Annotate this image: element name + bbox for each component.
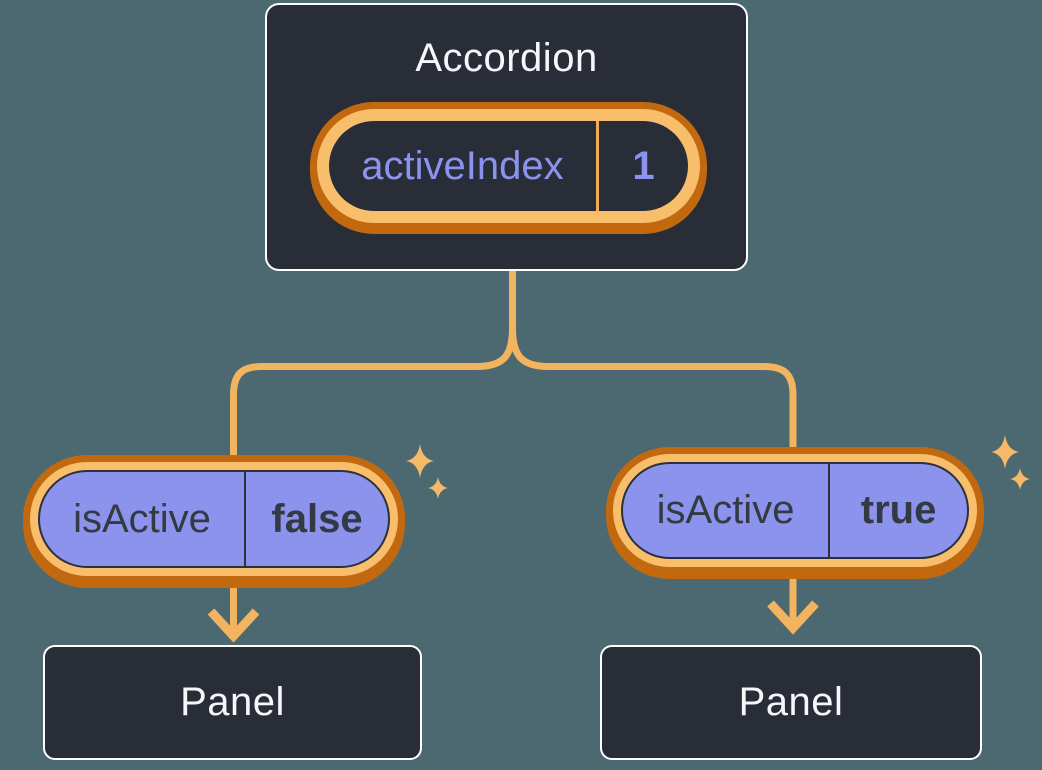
sparkle-icon [406,444,448,499]
state-name: activeIndex [329,121,599,211]
sparkle-icon [991,435,1030,490]
prop-pill-right: isActive true [621,462,969,559]
arrow-right [767,576,819,635]
tree-connector [230,271,797,457]
panel-component-box-right: Panel [600,645,982,760]
prop-value: false [271,496,363,541]
prop-name: isActive [623,464,831,557]
state-pill: activeIndex 1 [329,121,688,211]
state-value: 1 [632,143,655,188]
prop-name: isActive [40,472,247,566]
prop-pill-left: isActive false [38,470,390,568]
prop-value: true [860,488,937,532]
panel-component-box-left: Panel [43,645,422,760]
arrow-left [207,584,260,643]
accordion-title: Accordion [415,36,598,80]
